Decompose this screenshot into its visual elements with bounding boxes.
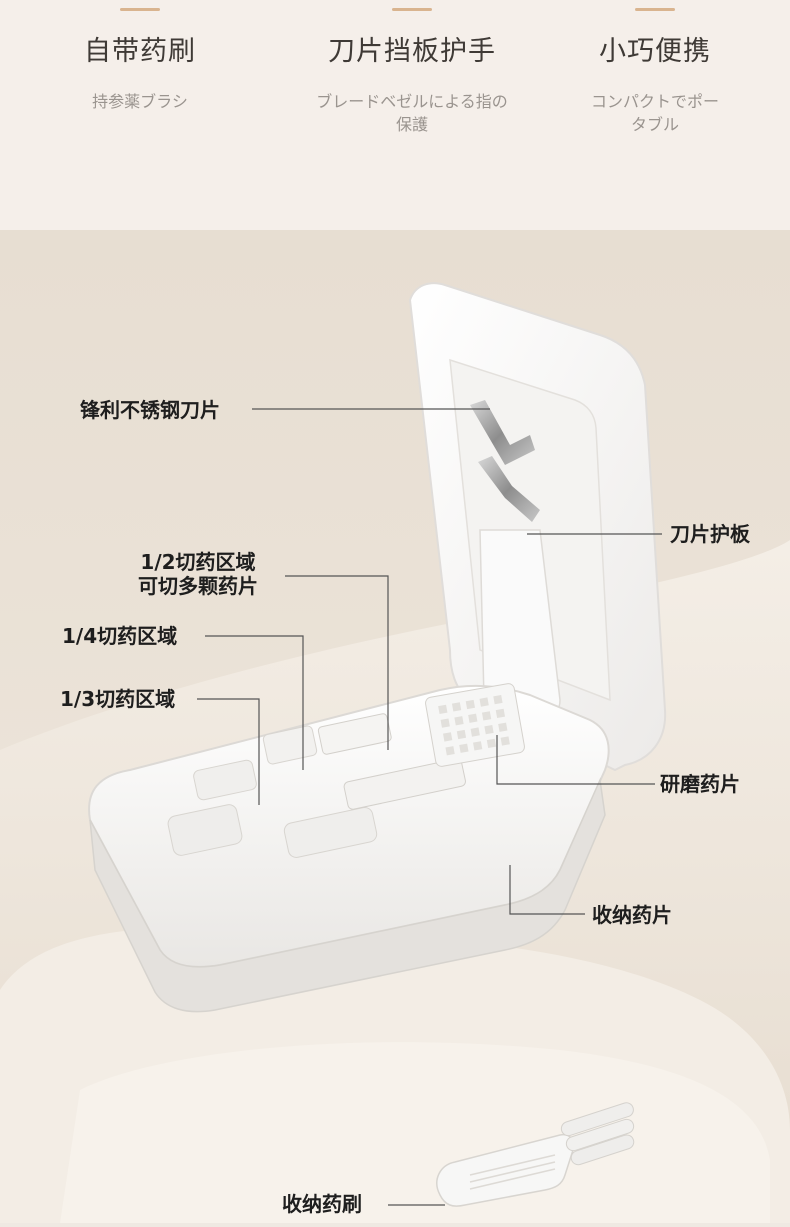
- callout-third-zone: 1/3切药区域: [60, 687, 176, 711]
- feature-accent-bar: [120, 8, 160, 11]
- feature-subtitle: 持参薬ブラシ: [92, 92, 188, 111]
- front-pedestal-top: [60, 1042, 770, 1223]
- callout-brush: 收纳药刷: [282, 1192, 362, 1216]
- callout-storage: 收纳药片: [592, 903, 672, 927]
- third-zone-leader: [197, 698, 260, 805]
- callout-blade: 锋利不锈钢刀片: [80, 398, 220, 422]
- feature-title: 刀片挡板护手: [328, 36, 496, 67]
- product-scene: 锋利不锈钢刀片 刀片护板 1/2切药区域 可切多颗药片 1/4切药区域 1/3切…: [0, 230, 790, 1223]
- feature-accent-bar: [635, 8, 675, 11]
- storage-leader: [509, 865, 585, 915]
- callout-quarter-zone: 1/4切药区域: [62, 624, 178, 648]
- half-zone-leader: [285, 575, 389, 750]
- callout-half-zone-line1: 1/2切药区域: [140, 550, 256, 574]
- feature-title: 小巧便携: [599, 36, 711, 67]
- feature-portable: 小巧便携 コンパクトでポータブル: [525, 0, 785, 136]
- callout-half-zone-line2: 可切多颗药片: [138, 574, 258, 598]
- medicine-brush: [436, 1102, 635, 1207]
- grinding-grid: [425, 683, 525, 767]
- feature-title: 自带药刷: [84, 36, 196, 67]
- feature-accent-bar: [392, 8, 432, 11]
- callout-blade-guard: 刀片护板: [670, 522, 750, 546]
- feature-subtitle: ブレードベゼルによる指の保護: [316, 92, 508, 134]
- stainless-steel-blade: [470, 400, 540, 522]
- callout-leader-lines: [197, 408, 662, 1206]
- grind-leader: [496, 735, 655, 785]
- quarter-zone-leader: [205, 635, 304, 770]
- callout-half-zone: 1/2切药区域 可切多颗药片: [138, 550, 258, 598]
- callout-grind: 研磨药片: [660, 772, 740, 796]
- feature-header-band: 自带药刷 持参薬ブラシ 刀片挡板护手 ブレードベゼルによる指の保護 小巧便携 コ…: [0, 0, 790, 230]
- feature-subtitle: コンパクトでポータブル: [590, 92, 719, 134]
- feature-blade-guard: 刀片挡板护手 ブレードベゼルによる指の保護: [282, 0, 542, 136]
- feature-built-in-brush: 自带药刷 持参薬ブラシ: [10, 0, 270, 113]
- product-illustration: [0, 230, 790, 1223]
